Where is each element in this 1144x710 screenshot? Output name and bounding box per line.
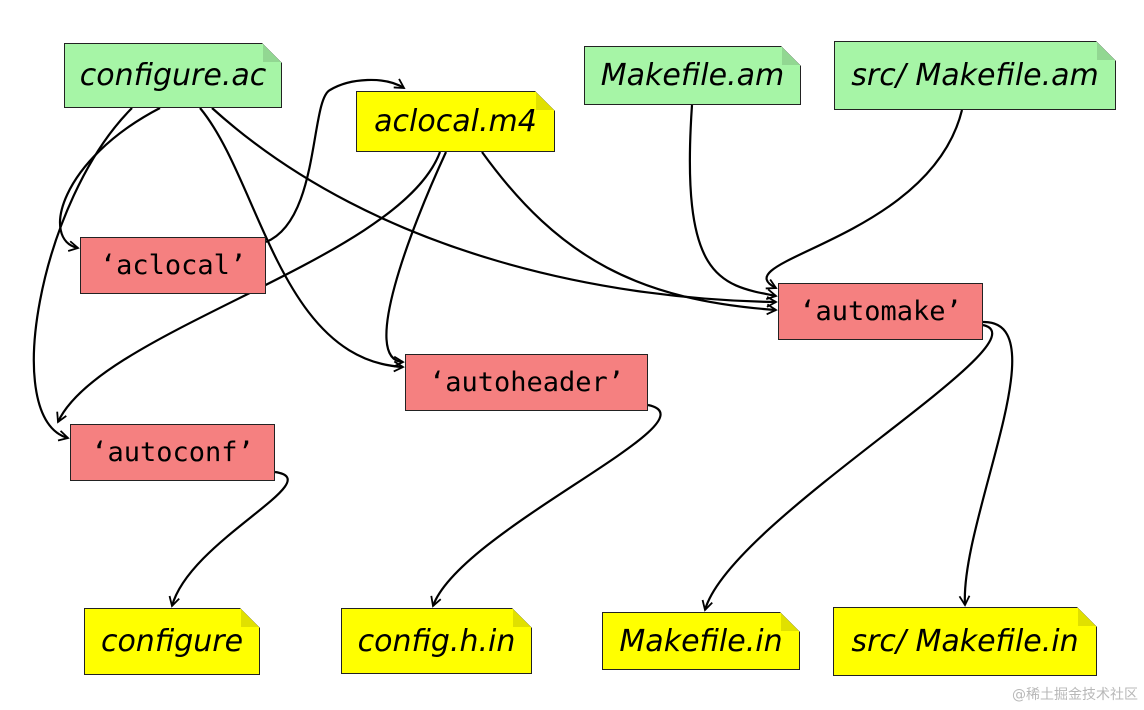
edge-makefile-am-to-automake xyxy=(688,104,778,301)
makefile-in-label: Makefile.in xyxy=(619,623,783,659)
src-makefile-am-file: src/ Makefile.am xyxy=(834,41,1116,110)
edge-configure-ac-to-autoconf xyxy=(32,107,133,442)
makefile-am-label: Makefile.am xyxy=(600,58,785,93)
autoconf-label: ‘autoconf’ xyxy=(91,437,254,468)
edge-automake-to-makefile-in xyxy=(701,323,994,612)
watermark-text: @稀土掘金技术社区 xyxy=(1012,687,1138,703)
edge-aclocal-m4-to-autoheader xyxy=(385,151,447,368)
edge-configure-ac-to-automake xyxy=(211,107,778,308)
automake-program: ‘automake’ xyxy=(778,283,983,340)
edge-autoconf-to-configure xyxy=(168,470,289,608)
aclocal-program: ‘aclocal’ xyxy=(80,237,266,294)
makefile-in-file: Makefile.in xyxy=(602,612,800,670)
config-h-in-label: config.h.in xyxy=(357,623,516,659)
edge-aclocal-to-aclocal-m4 xyxy=(265,78,406,244)
autoheader-program: ‘autoheader’ xyxy=(405,354,648,411)
edge-src-makefile-am-to-automake xyxy=(765,109,964,290)
config-h-in-file: config.h.in xyxy=(341,608,532,674)
configure-label: configure xyxy=(100,624,244,659)
edge-autoheader-to-config-h-in xyxy=(430,403,662,608)
configure-ac-file: configure.ac xyxy=(64,43,282,108)
edge-automake-to-src-makefile-in xyxy=(958,320,1014,607)
configure-ac-label: configure.ac xyxy=(79,58,267,93)
autoheader-label: ‘autoheader’ xyxy=(428,367,625,398)
edge-aclocal-m4-to-automake xyxy=(481,151,778,316)
edge-configure-ac-to-aclocal xyxy=(58,107,161,252)
src-makefile-in-label: src/ Makefile.in xyxy=(851,624,1079,659)
autoconf-program: ‘autoconf’ xyxy=(70,424,275,481)
makefile-am-file: Makefile.am xyxy=(584,46,801,105)
aclocal-m4-label: aclocal.m4 xyxy=(374,104,537,139)
edge-configure-ac-to-autoheader xyxy=(199,107,405,373)
automake-label: ‘automake’ xyxy=(799,296,962,327)
aclocal-m4-file: aclocal.m4 xyxy=(356,91,555,152)
src-makefile-am-label: src/ Makefile.am xyxy=(851,58,1099,93)
aclocal-label: ‘aclocal’ xyxy=(99,250,247,281)
src-makefile-in-file: src/ Makefile.in xyxy=(833,607,1097,676)
configure-file: configure xyxy=(84,608,260,675)
